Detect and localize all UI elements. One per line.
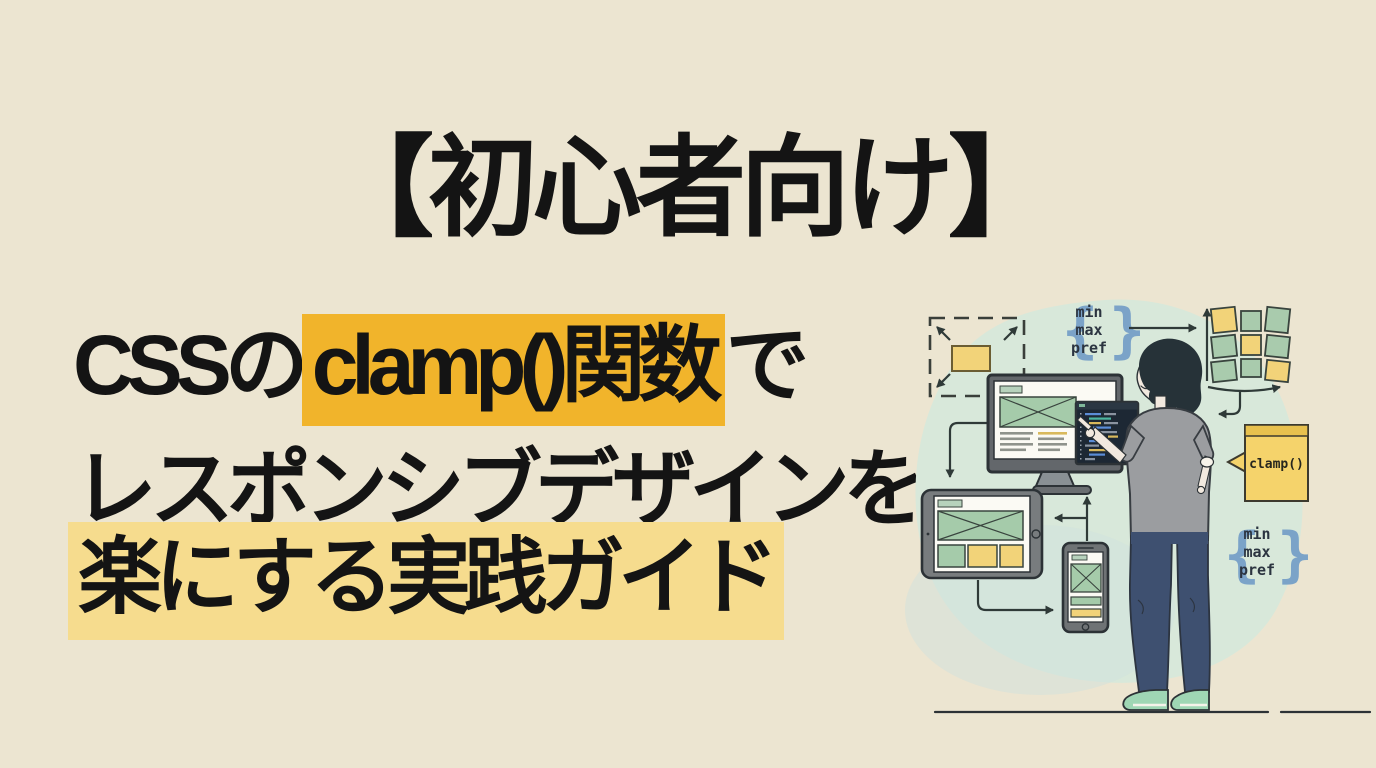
min-max-pref-bottom: { } min max pref (1224, 520, 1313, 590)
svg-text:pref: pref (1239, 561, 1275, 579)
flexible-grid-icon (1202, 305, 1292, 394)
open-brace-icon: { (1224, 520, 1260, 590)
illustration: { } min max pref (905, 296, 1372, 714)
svg-text:max: max (1075, 321, 1102, 339)
clamp-callout: clamp() (1225, 424, 1309, 502)
tablet (920, 488, 1044, 580)
close-brace-icon: } (1109, 296, 1145, 366)
svg-text:min: min (1243, 525, 1270, 543)
open-brace-icon: { (1062, 296, 1098, 366)
svg-text:pref: pref (1071, 339, 1107, 357)
min-max-pref-top: { } min max pref (1062, 296, 1145, 366)
person (1076, 338, 1215, 711)
headline-line1-post: で (725, 318, 809, 412)
wireframe-text-lines (1000, 432, 1067, 452)
svg-text:min: min (1075, 303, 1102, 321)
svg-text:max: max (1243, 543, 1270, 561)
highlight-clamp-function: clamp()関数 (301, 314, 726, 426)
highlight-practical-guide: 楽にする実践ガイド (68, 522, 784, 640)
arrow-monitor-to-tablet (945, 421, 990, 478)
page-title: 【初心者向け】 (324, 127, 1058, 250)
wireframe-image-placeholder (999, 396, 1077, 428)
headline-line-2: レスポンシブデザインを (73, 442, 927, 536)
close-brace-icon: } (1277, 520, 1313, 590)
headline-line1-pre: CSSの (73, 318, 309, 412)
arrow-grid-to-person (1218, 392, 1242, 419)
smartphone (1061, 541, 1110, 634)
clamp-label: clamp() (1249, 457, 1304, 472)
headline-line-3: 楽にする実践ガイド (68, 522, 784, 640)
resize-box-icon (928, 316, 1026, 398)
arrow-tablet-to-phone (976, 580, 1054, 615)
